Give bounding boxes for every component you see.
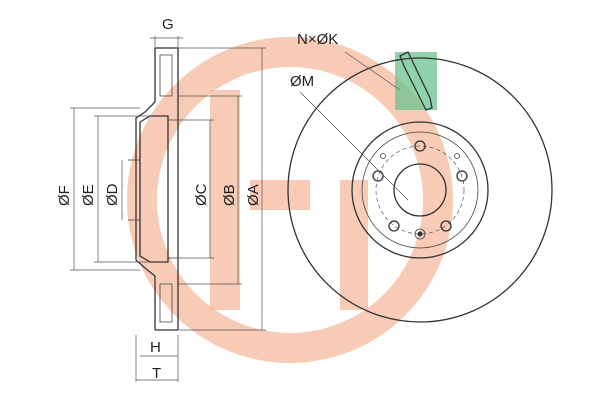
disc-front-view	[287, 51, 553, 323]
label-e: ØE	[80, 184, 97, 206]
rotor-slot	[399, 51, 433, 111]
vent-top	[159, 54, 173, 97]
rotor-outer-circle	[287, 57, 553, 323]
watermark-g-right	[340, 180, 368, 310]
vent-bottom	[159, 283, 173, 323]
label-h: H	[150, 339, 161, 356]
small-hole	[380, 153, 386, 159]
rotor-outer-face-left	[135, 48, 156, 330]
watermark-ring	[127, 37, 453, 363]
label-b: ØB	[221, 184, 238, 206]
watermark-logo	[127, 37, 453, 363]
leader-m	[299, 91, 409, 201]
small-hole	[414, 228, 426, 240]
center-bore	[393, 163, 447, 217]
watermark-g-stem	[210, 90, 240, 310]
label-t: T	[152, 365, 161, 382]
hat-outer-circle	[351, 121, 489, 259]
bolt-hole	[388, 220, 400, 232]
label-f: ØF	[56, 185, 73, 206]
dimension-lines	[70, 36, 266, 382]
hat-inner-circle	[361, 131, 479, 249]
bolt-hole	[440, 220, 452, 232]
small-hole-center	[417, 231, 423, 237]
label-m: ØM	[290, 73, 314, 90]
label-d: ØD	[104, 183, 121, 206]
small-hole	[454, 153, 460, 159]
watermark-g-bar	[250, 180, 310, 210]
label-c: ØC	[193, 183, 210, 206]
bolt-hole	[372, 170, 384, 182]
bolt-circle	[375, 145, 465, 235]
dimension-labels: G N×ØK ØM H T ØF ØE ØD ØC ØB ØA	[56, 16, 338, 382]
label-nk: N×ØK	[297, 31, 338, 48]
bolt-hole	[414, 140, 426, 152]
label-g: G	[162, 16, 174, 33]
label-a: ØA	[245, 184, 262, 206]
leader-nk	[344, 51, 401, 91]
bolt-hole	[456, 170, 468, 182]
